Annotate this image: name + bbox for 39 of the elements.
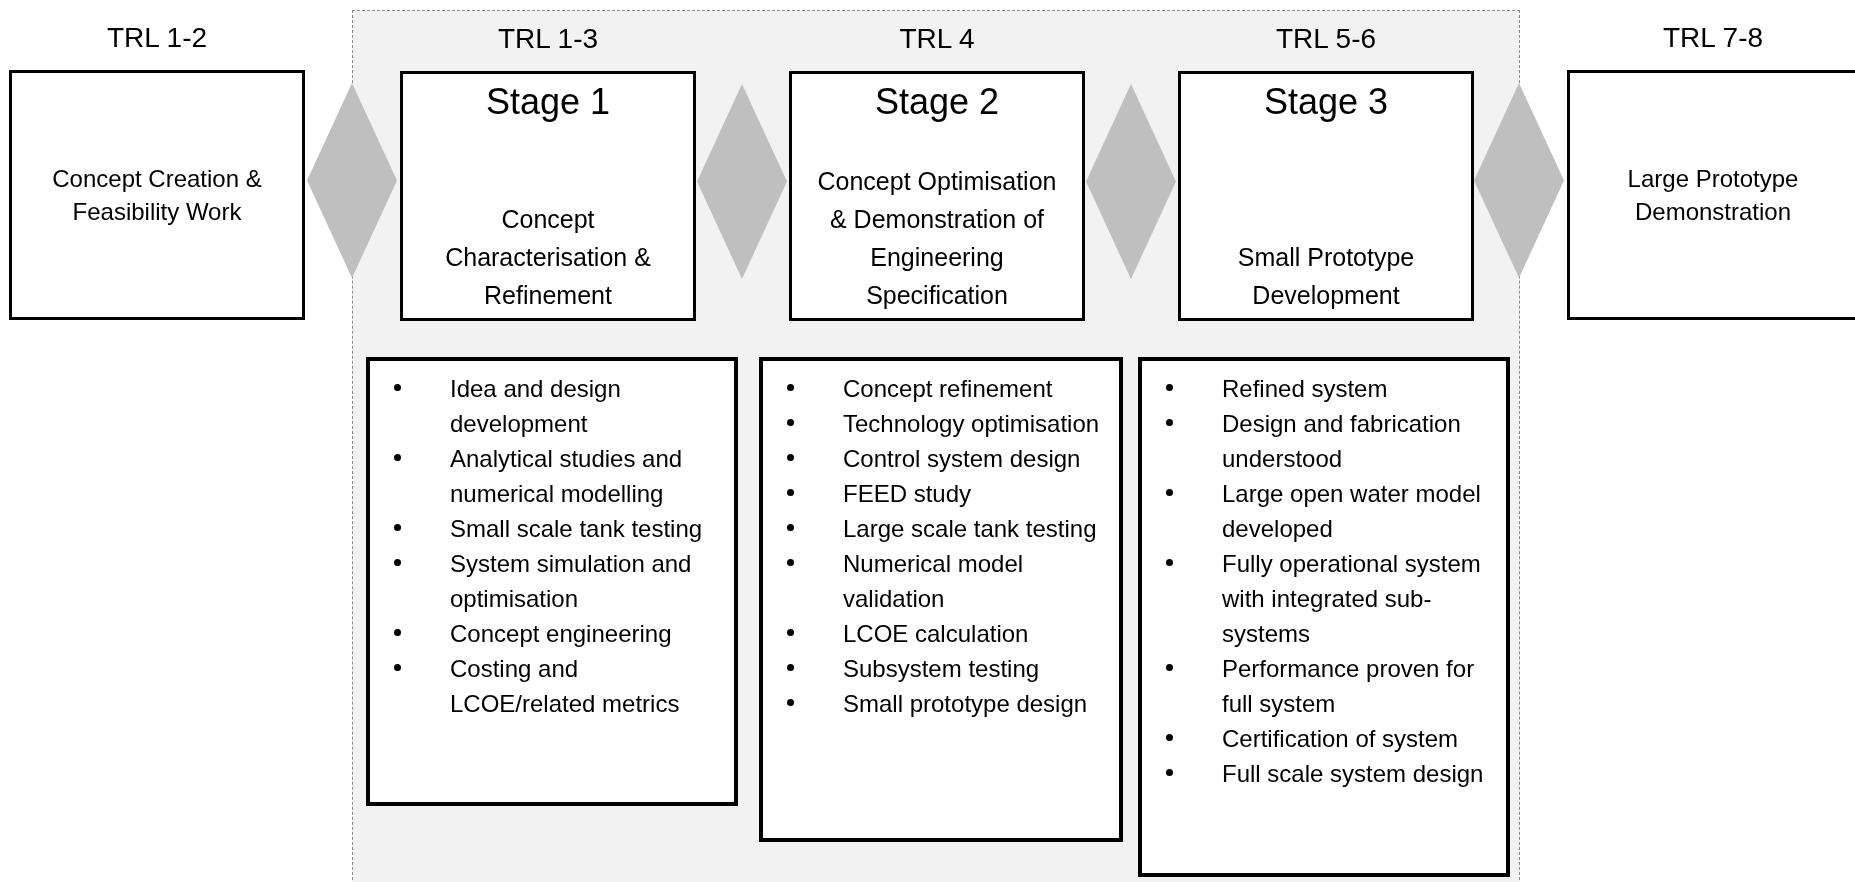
trl-heading: TRL 4 (898, 22, 976, 56)
bullet-text: Concept engineering (450, 619, 673, 649)
stage-title: Stage 3 (1262, 80, 1390, 124)
bullet-text: Certification of system (1222, 724, 1460, 754)
stage-description: Small Prototype Development (1236, 242, 1416, 311)
bullet-text: Full scale system design (1222, 759, 1485, 789)
bullet-text: Subsystem testing (843, 654, 1041, 684)
bullet-text: FEED study (843, 479, 973, 509)
bullet-text: Numerical model validation (843, 549, 1025, 614)
bullet-text: Fully operational system with integrated sub-systems (1222, 549, 1482, 649)
box-text: Concept Creation & Feasibility Work (51, 164, 263, 227)
box-text: Large Prototype Demonstration (1626, 164, 1800, 227)
bullet-text: Performance proven for full system (1222, 654, 1476, 719)
bullet-text: Large open water model developed (1222, 479, 1482, 544)
dashed-region (352, 10, 1520, 882)
bullet-text: LCOE calculation (843, 619, 1030, 649)
bullet-list-box (366, 357, 738, 806)
trl-heading: TRL 5-6 (1274, 22, 1378, 56)
bullet-list-box (1138, 357, 1510, 877)
bullet-list-box (759, 357, 1123, 842)
stage-description: Concept Characterisation & Refinement (444, 204, 652, 311)
bullet-text: Analytical studies and numerical modelling (450, 444, 684, 509)
trl-heading: TRL 7-8 (1661, 21, 1765, 55)
trl-heading: TRL 1-3 (496, 22, 600, 56)
bullet-text: Refined system (1222, 374, 1389, 404)
bullet-text: Small prototype design (843, 689, 1089, 719)
bullet-text: Idea and design development (450, 374, 622, 439)
stage-title: Stage 1 (484, 80, 612, 124)
bullet-text: Costing and LCOE/related metrics (450, 654, 681, 719)
bullet-text: Concept refinement (843, 374, 1054, 404)
stage-title: Stage 2 (873, 80, 1001, 124)
trl-heading: TRL 1-2 (105, 21, 209, 55)
bullet-text: Small scale tank testing (450, 514, 704, 544)
bullet-text: Technology optimisation (843, 409, 1101, 439)
bullet-text: Design and fabrication understood (1222, 409, 1462, 474)
bullet-text: System simulation and optimisation (450, 549, 693, 614)
bullet-text: Control system design (843, 444, 1082, 474)
stage-description: Concept Optimisation & Demonstration of Engineering Specification (816, 166, 1058, 311)
bullet-text: Large scale tank testing (843, 514, 1098, 544)
